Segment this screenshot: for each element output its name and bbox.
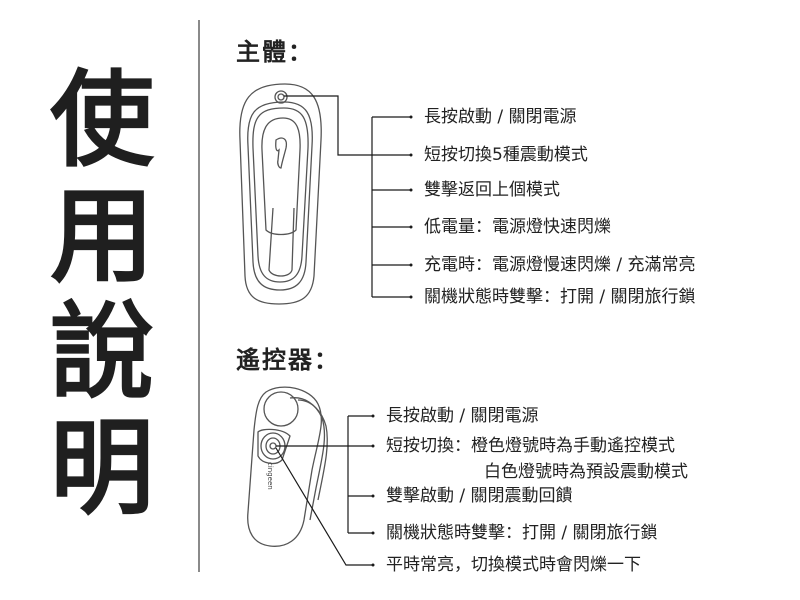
main-item-label: 長按啟動 / 關閉電源 <box>424 107 577 127</box>
main-item-label: 短按切換5種震動模式 <box>424 145 588 165</box>
remote-brand-text: cingeen <box>266 462 274 490</box>
main-body-device-icon <box>239 83 322 305</box>
title-char: 明 <box>49 407 154 529</box>
title-char: 用 <box>49 175 154 297</box>
manual-title: 使 用 說 明 <box>42 62 162 526</box>
remote-item-label: 短按切換：橙色燈號時為手動遙控模式 <box>386 436 675 456</box>
title-char: 說 <box>49 291 154 413</box>
remote-item-label: 長按啟動 / 關閉電源 <box>386 406 539 426</box>
main-item-label: 低電量：電源燈快速閃爍 <box>424 217 611 237</box>
remote-item-label: 雙擊啟動 / 關閉震動回饋 <box>386 486 573 506</box>
title-char: 使 <box>49 59 154 181</box>
main-item-label: 關機狀態時雙擊：打開 / 關閉旅行鎖 <box>424 287 696 307</box>
vertical-divider <box>198 20 200 572</box>
remote-item-label: 關機狀態時雙擊：打開 / 關閉旅行鎖 <box>386 523 658 543</box>
main-item-label: 雙擊返回上個模式 <box>424 180 560 200</box>
main-body-heading: 主體： <box>236 38 314 66</box>
remote-item-label: 平時常亮，切換模式時會閃爍一下 <box>386 555 641 575</box>
remote-item-label: 白色燈號時為預設震動模式 <box>484 462 688 482</box>
main-item-label: 充電時：電源燈慢速閃爍 / 充滿常亮 <box>424 255 696 275</box>
remote-heading: 遙控器： <box>236 346 340 374</box>
